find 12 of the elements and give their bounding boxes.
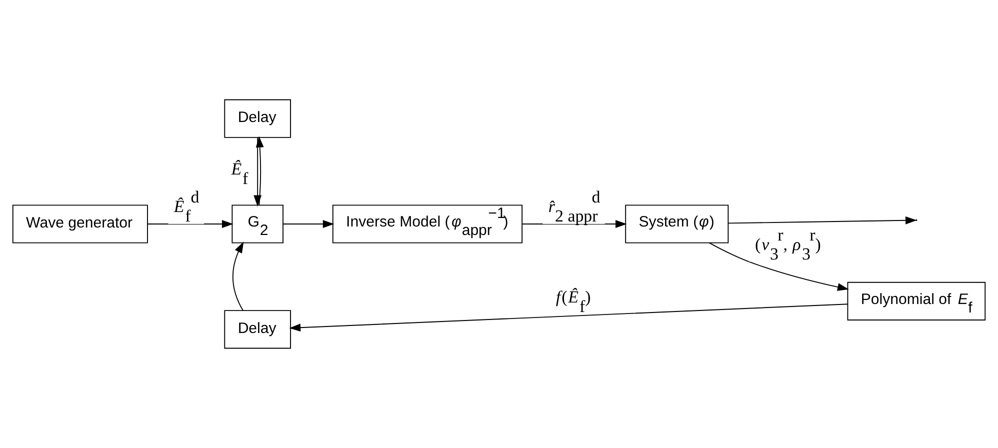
arrow <box>728 216 917 224</box>
arrow <box>289 304 848 332</box>
arrow <box>254 137 262 207</box>
arrow <box>232 242 244 311</box>
arrow <box>522 220 627 228</box>
node-box: Wave generator <box>12 204 148 244</box>
node-box: Delay <box>224 310 291 349</box>
arrow <box>708 242 849 291</box>
node-box: Delay <box>224 99 291 138</box>
arrow <box>147 220 234 228</box>
node-box: System (φ) <box>625 204 729 244</box>
arrow <box>282 220 334 228</box>
